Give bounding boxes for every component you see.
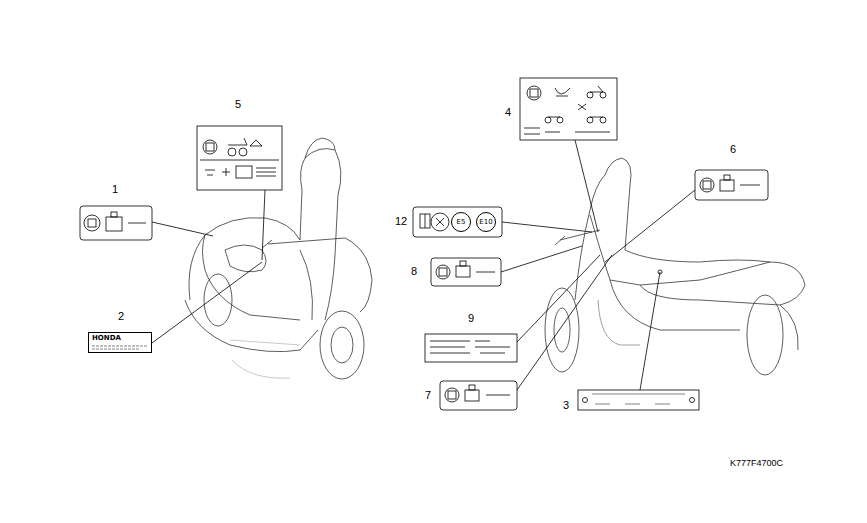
label-9-graphic bbox=[425, 255, 600, 362]
label-6-graphic bbox=[605, 170, 768, 262]
label-12-graphic bbox=[413, 207, 592, 237]
label-8-graphic bbox=[431, 246, 582, 286]
label-1-graphic bbox=[80, 206, 213, 240]
left-scooter bbox=[185, 138, 372, 379]
label-text: HONDA bbox=[92, 335, 148, 342]
label-text: E5 bbox=[457, 219, 466, 226]
callout-number: 12 bbox=[395, 216, 407, 227]
brand-label: HONDA bbox=[88, 332, 152, 353]
callout-number: 7 bbox=[425, 390, 431, 401]
label-5-graphic bbox=[197, 126, 282, 260]
label-3-graphic bbox=[578, 270, 699, 410]
callout-number: 2 bbox=[118, 311, 124, 322]
label-4-graphic bbox=[520, 78, 617, 232]
label-7-graphic bbox=[440, 255, 612, 410]
callout-number: 5 bbox=[235, 99, 241, 110]
reference-code: K777F4700C bbox=[730, 459, 783, 468]
callout-number: 3 bbox=[563, 400, 569, 411]
fuel-grade-circle: E5 bbox=[451, 212, 471, 232]
label-text: E10 bbox=[479, 219, 492, 226]
callout-number: 6 bbox=[730, 144, 736, 155]
fuel-grade-circle: E10 bbox=[476, 212, 496, 232]
callout-number: 8 bbox=[411, 266, 417, 277]
right-scooter bbox=[545, 158, 805, 375]
label-2-graphic bbox=[92, 262, 262, 349]
callout-number: 4 bbox=[505, 107, 511, 118]
callout-number: 1 bbox=[112, 184, 118, 195]
callout-number: 9 bbox=[468, 313, 474, 324]
